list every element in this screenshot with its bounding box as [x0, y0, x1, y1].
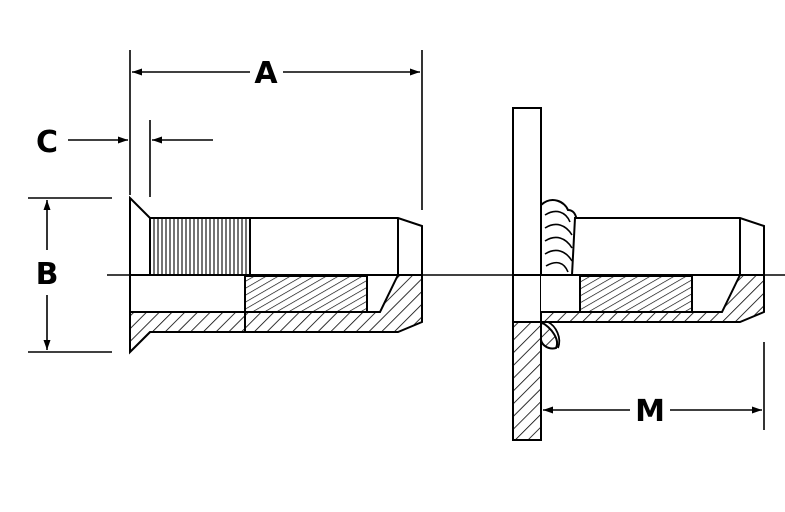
lower-bulge: [540, 320, 558, 350]
internal-thread: [244, 275, 368, 313]
dimension-c-label: C: [36, 125, 58, 160]
dimension-b-label: B: [36, 257, 59, 292]
dimension-a: [129, 50, 423, 210]
installed-internal-thread: [579, 275, 693, 313]
knurled-section: [149, 217, 251, 276]
panel-lower: [512, 321, 542, 441]
dimension-a-label: A: [254, 56, 278, 91]
dimension-c: [68, 120, 213, 197]
dimension-b: [28, 197, 112, 353]
rivet-nut-installed: [512, 107, 765, 441]
installed-upper-body: [570, 217, 765, 276]
flange: [129, 311, 246, 355]
dimension-m: [543, 342, 765, 430]
panel-upper: [512, 107, 542, 276]
rivet-nut-uninstalled: [129, 195, 423, 355]
dimension-m-label: M: [635, 394, 665, 429]
